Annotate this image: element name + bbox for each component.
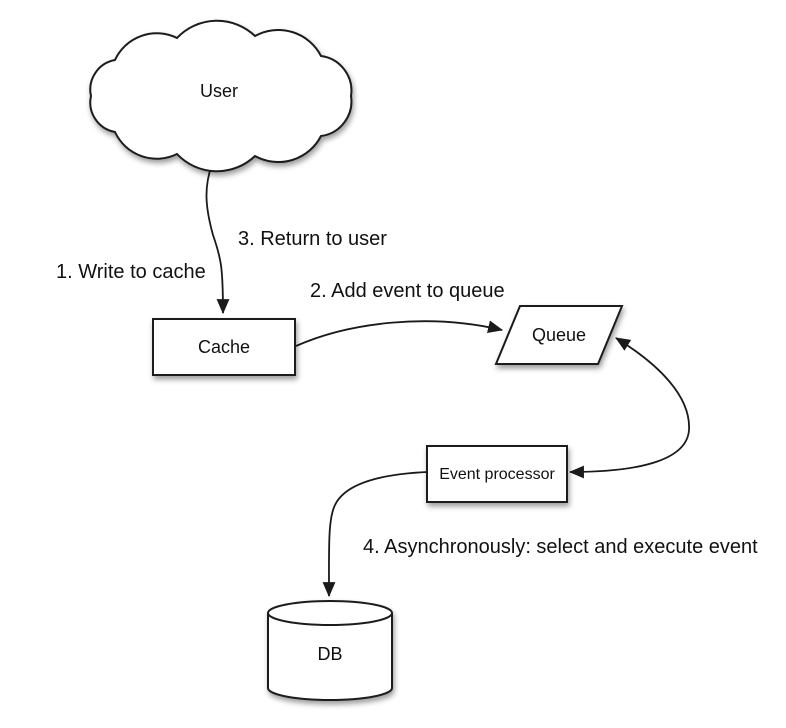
step2-label: 2. Add event to queue <box>310 280 505 302</box>
db-cylinder-body <box>267 613 393 701</box>
edge-event-processor-to-db <box>322 471 428 598</box>
step3-label: 3. Return to user <box>238 228 387 250</box>
event-processor-shape <box>426 445 568 503</box>
cache-node: Cache <box>152 318 296 376</box>
cache-shape <box>152 318 296 376</box>
queue-node-label: Queue <box>532 325 586 345</box>
db-node: DB <box>267 600 393 701</box>
db-cylinder-top <box>267 600 393 626</box>
step1-label: 1. Write to cache <box>56 261 206 283</box>
db-node-label: DB <box>317 644 342 664</box>
event-processor-node: Event processor <box>426 445 568 503</box>
step4-label: 4. Asynchronously: select and execute ev… <box>363 536 758 558</box>
user-node-label: User <box>200 81 238 101</box>
event-processor-node-label: Event processor <box>439 466 555 483</box>
edge-cache-to-queue <box>295 320 504 347</box>
cache-node-label: Cache <box>198 337 250 357</box>
queue-shape <box>494 305 624 365</box>
user-cloud-node: User <box>89 19 353 173</box>
edge-queue-event-processor <box>568 337 690 479</box>
queue-node: Queue <box>494 305 624 365</box>
cloud-shape <box>89 19 353 173</box>
edge-user-to-cache <box>205 163 230 315</box>
